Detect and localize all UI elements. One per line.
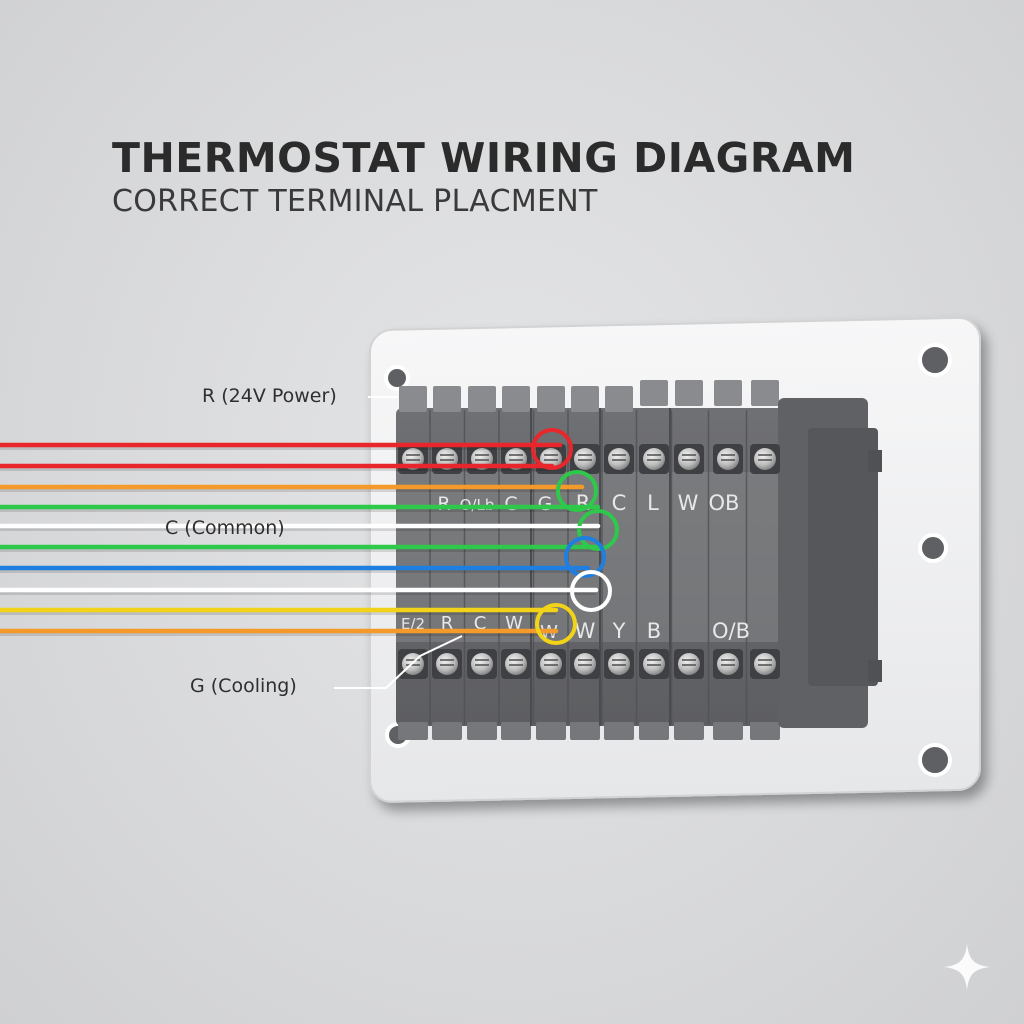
screw-head xyxy=(574,448,596,470)
callout-leaders xyxy=(314,396,598,689)
terminal-label: B xyxy=(647,619,661,643)
mounting-hole xyxy=(918,533,948,563)
terminal-label: R xyxy=(437,493,450,515)
highlight-ring xyxy=(556,470,598,512)
terminal-label: Y xyxy=(612,619,626,643)
screw-head xyxy=(754,448,776,470)
terminal-top-tab xyxy=(537,386,565,412)
terminal-label: C xyxy=(504,493,517,515)
terminal-screw xyxy=(604,649,634,679)
terminal-bottom-tab xyxy=(398,722,428,740)
callout-c-common: C (Common) xyxy=(165,517,285,539)
screw-head xyxy=(717,448,739,470)
screw-head xyxy=(717,653,739,675)
terminal-label: W xyxy=(575,619,596,643)
diagram-subtitle: CORRECT TERMINAL PLACMENT xyxy=(112,184,598,219)
terminal-screw xyxy=(570,444,600,474)
highlight-ring xyxy=(564,536,606,578)
terminal-top-tab xyxy=(433,386,461,412)
terminal-screw xyxy=(639,649,669,679)
terminal-top-tab xyxy=(502,386,530,412)
terminal-block xyxy=(396,380,882,740)
mounting-hole xyxy=(918,343,952,377)
terminal-label: W xyxy=(678,491,699,515)
terminal-label: L xyxy=(647,491,659,515)
screw-head xyxy=(505,653,527,675)
terminal-label: OB xyxy=(709,491,740,515)
terminal-top-tab xyxy=(399,386,427,412)
terminal-screw xyxy=(713,444,743,474)
terminal-screw xyxy=(750,444,780,474)
terminal-label: G xyxy=(538,493,553,515)
highlight-ring xyxy=(577,509,619,551)
screw-row-bottom xyxy=(398,649,780,679)
screw-head xyxy=(471,653,493,675)
wire-bundle xyxy=(0,442,603,636)
screw-head xyxy=(574,653,596,675)
callout-r-24v-power: R (24V Power) xyxy=(202,385,337,407)
screw-head xyxy=(643,653,665,675)
terminal-label: O/B xyxy=(712,619,750,643)
terminal-screw xyxy=(639,444,669,474)
terminal-screw xyxy=(674,444,704,474)
mounting-hole xyxy=(918,743,952,777)
terminal-screw xyxy=(750,649,780,679)
terminal-screw xyxy=(713,649,743,679)
terminal-top-tab xyxy=(751,380,779,406)
terminal-bottom-tab xyxy=(604,722,634,740)
terminal-bottom-tabs xyxy=(398,722,780,740)
terminal-screw xyxy=(536,649,566,679)
screw-head xyxy=(540,653,562,675)
terminal-bottom-tab xyxy=(639,722,669,740)
terminal-screw xyxy=(467,649,497,679)
screw-head xyxy=(678,653,700,675)
terminal-screw xyxy=(432,649,462,679)
terminal-top-tab xyxy=(605,386,633,412)
terminal-top-tab xyxy=(675,380,703,406)
terminal-top-tabs xyxy=(399,380,779,412)
terminal-top-tab xyxy=(714,380,742,406)
screw-head xyxy=(643,448,665,470)
screw-head xyxy=(608,448,630,470)
terminal-bottom-tab xyxy=(467,722,497,740)
terminal-label: C xyxy=(612,491,627,515)
terminal-bottom-tab xyxy=(713,722,743,740)
leader-line-g xyxy=(334,635,463,689)
terminal-top-tab xyxy=(640,380,668,406)
terminal-top-tab xyxy=(571,386,599,412)
side-connector xyxy=(808,428,878,686)
highlight-rings xyxy=(531,428,619,645)
screw-head xyxy=(678,448,700,470)
terminal-bottom-tab xyxy=(674,722,704,740)
terminal-screw xyxy=(501,649,531,679)
highlight-ring xyxy=(531,428,573,470)
terminal-bottom-tab xyxy=(750,722,780,740)
terminal-screw xyxy=(674,649,704,679)
screw-head xyxy=(754,653,776,675)
diagram-title: THERMOSTAT WIRING DIAGRAM xyxy=(112,134,856,182)
mounting-hole xyxy=(384,365,410,391)
terminal-screw xyxy=(604,444,634,474)
terminal-bottom-tab xyxy=(536,722,566,740)
terminal-bottom-tab xyxy=(501,722,531,740)
callout-g-cooling: G (Cooling) xyxy=(190,675,297,697)
terminal-top-tab xyxy=(468,386,496,412)
screw-head xyxy=(608,653,630,675)
sparkle-icon xyxy=(944,944,990,990)
screw-head xyxy=(436,653,458,675)
terminal-bottom-tab xyxy=(570,722,600,740)
terminal-label: E/2 xyxy=(401,615,425,633)
terminal-screw xyxy=(570,649,600,679)
highlight-ring xyxy=(535,603,577,645)
terminal-bottom-tab xyxy=(432,722,462,740)
highlight-ring xyxy=(570,570,612,612)
